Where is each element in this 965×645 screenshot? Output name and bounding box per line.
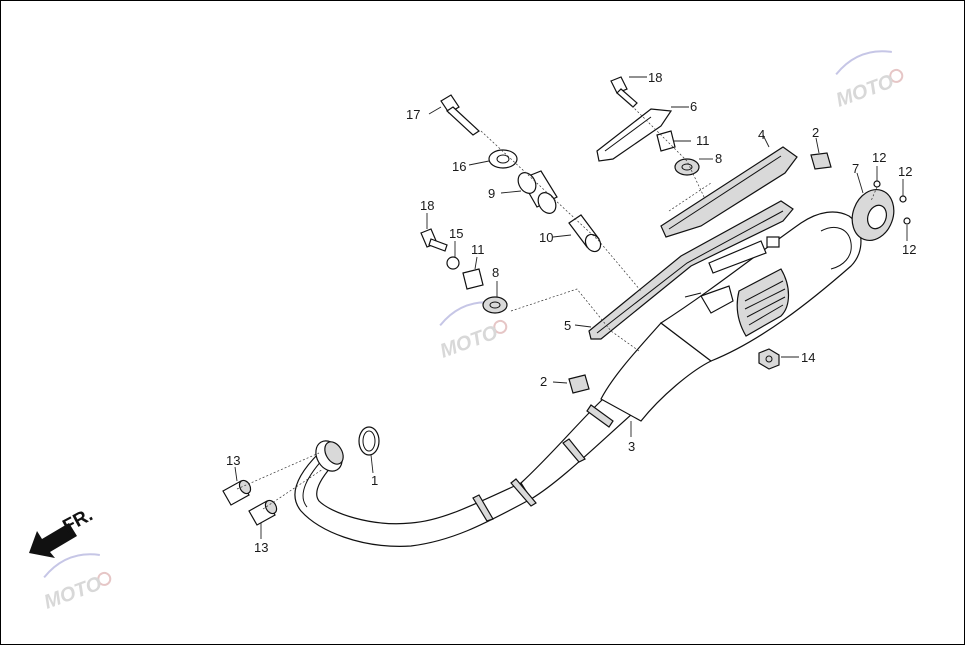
callout-3: 3 (628, 439, 635, 454)
callout-14: 14 (801, 350, 815, 365)
callout-18-top: 18 (648, 70, 662, 85)
grommet-part-8-left (482, 296, 508, 314)
callout-12-a: 12 (872, 150, 886, 165)
callout-7: 7 (852, 161, 859, 176)
callout-17: 17 (406, 107, 420, 122)
grommet-part-8-right (674, 158, 700, 176)
watermark-text-top: MOTO (833, 70, 897, 111)
bolt-part-18-top (610, 76, 638, 108)
callout-1: 1 (371, 473, 378, 488)
collar-part-9 (517, 170, 558, 214)
watermark-logo-bottom-left (43, 553, 112, 586)
assembly-guide-lines (236, 102, 878, 510)
cap-nut-part-13-a (222, 479, 252, 506)
front-direction-arrow-icon (29, 523, 77, 558)
callout-12-c: 12 (902, 242, 916, 257)
callout-6: 6 (690, 99, 697, 114)
callout-2-top: 2 (812, 125, 819, 140)
washer-part-16 (488, 149, 518, 169)
exhaust-pipe-part-3 (294, 211, 862, 547)
callout-labels: 1 2 2 3 4 5 6 7 8 8 9 10 11 11 12 12 12 … (226, 70, 916, 555)
callout-8-left: 8 (492, 265, 499, 280)
callout-11-left: 11 (471, 242, 485, 257)
spacer-part-11-left (462, 268, 484, 290)
callout-11-right: 11 (696, 133, 710, 148)
callout-5: 5 (564, 318, 571, 333)
callout-2-bottom: 2 (540, 374, 547, 389)
watermark-text-center: MOTO (437, 321, 501, 362)
callout-8-right: 8 (715, 151, 722, 166)
callout-13-bottom: 13 (254, 540, 268, 555)
nut-part-14 (758, 348, 780, 370)
callout-9: 9 (488, 186, 495, 201)
callout-4: 4 (758, 127, 765, 142)
watermark-logo-top-right (835, 50, 904, 83)
clip-part-2-bottom (568, 374, 590, 394)
collar-part-10 (568, 214, 602, 253)
heat-shield-part-4 (660, 146, 798, 238)
washer-part-15 (446, 256, 460, 270)
screw-part-12 (873, 180, 911, 225)
gasket-part-1 (358, 426, 380, 456)
callout-15: 15 (449, 226, 463, 241)
end-cap-part-7 (851, 189, 895, 241)
callout-12-b: 12 (898, 164, 912, 179)
watermark-text-bottom: MOTO (41, 572, 105, 613)
heat-shield-part-5 (588, 200, 794, 340)
callout-13-top: 13 (226, 453, 240, 468)
bolt-part-18-left (420, 228, 448, 252)
spacer-part-11-right (656, 130, 676, 152)
bracket-part-6 (596, 108, 673, 162)
callout-10: 10 (539, 230, 553, 245)
clip-part-2-top (810, 152, 832, 170)
cap-nut-part-13-b (248, 499, 278, 526)
callout-18-left: 18 (420, 198, 434, 213)
callout-16: 16 (452, 159, 466, 174)
bolt-part-17 (440, 94, 480, 136)
callout-leader-lines (234, 76, 908, 539)
